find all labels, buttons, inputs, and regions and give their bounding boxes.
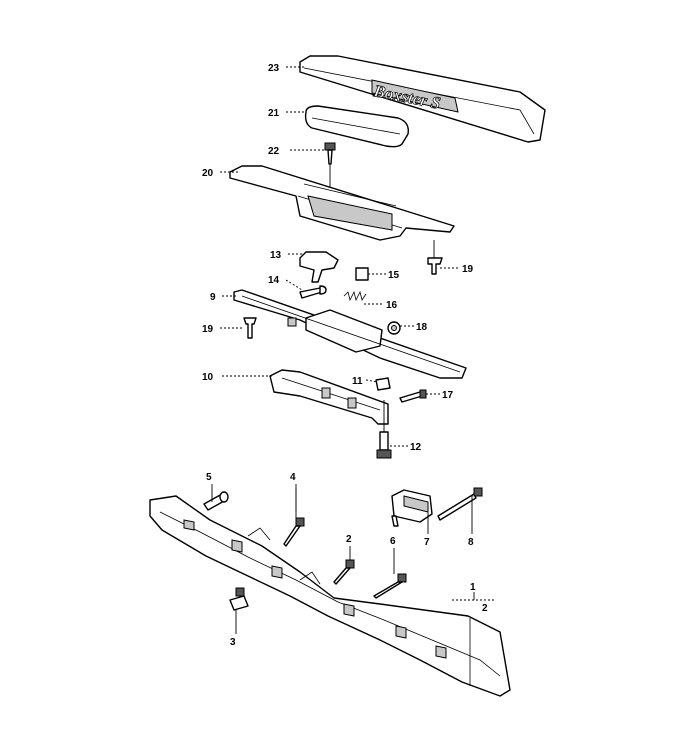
part-1-carrier-beam xyxy=(149,495,511,697)
part-19-clip-upper xyxy=(427,240,443,275)
callout-8: 8 xyxy=(468,537,474,548)
callout-4: 4 xyxy=(290,472,296,483)
callout-23: 23 xyxy=(268,63,280,74)
callout-18: 18 xyxy=(416,322,428,333)
part-10-bracket xyxy=(269,369,389,425)
part-3-nut xyxy=(229,587,249,611)
callout-2-lower: 2 xyxy=(482,603,488,614)
part-20-housing xyxy=(229,165,455,241)
part-21-lens xyxy=(304,105,409,148)
part-17-screw xyxy=(399,389,427,403)
callout-15: 15 xyxy=(388,270,400,281)
part-8-screw xyxy=(437,487,483,521)
callout-13: 13 xyxy=(270,250,282,261)
callout-2-upper: 2 xyxy=(346,534,352,545)
callout-14: 14 xyxy=(268,275,280,286)
callout-11: 11 xyxy=(352,376,363,387)
callout-5: 5 xyxy=(206,472,212,483)
callout-3: 3 xyxy=(230,637,236,648)
part-15-nut xyxy=(355,267,369,281)
callout-6: 6 xyxy=(390,536,396,547)
part-16-spring xyxy=(343,290,367,302)
callout-22: 22 xyxy=(268,146,280,157)
callout-12: 12 xyxy=(410,442,422,453)
callout-17: 17 xyxy=(442,390,454,401)
callout-21: 21 xyxy=(268,108,280,119)
part-19-clip-lower xyxy=(243,317,257,339)
part-22-screw xyxy=(324,142,336,190)
callout-19-upper: 19 xyxy=(462,264,474,275)
part-11-clip xyxy=(375,377,391,391)
callout-1: 1 xyxy=(470,582,476,593)
part-12-bolt xyxy=(376,400,392,459)
callout-9: 9 xyxy=(210,292,216,303)
leader-lines xyxy=(211,66,496,634)
part-13-bracket xyxy=(299,251,339,283)
part-9-mounting-bar xyxy=(233,289,467,379)
part-5-bushing xyxy=(203,491,229,511)
callout-7: 7 xyxy=(424,537,430,548)
part-6-screw xyxy=(373,573,407,599)
part-18-grommet xyxy=(387,321,401,335)
callout-labels: 23 21 22 20 19 13 14 15 16 9 19 18 10 11… xyxy=(202,63,488,648)
callout-10: 10 xyxy=(202,372,214,383)
callout-16: 16 xyxy=(386,300,398,311)
callout-19-lower: 19 xyxy=(202,324,214,335)
part-7-switch xyxy=(391,489,433,527)
callout-20: 20 xyxy=(202,168,214,179)
part-4-screw xyxy=(283,488,305,547)
part-14-pin xyxy=(299,285,327,299)
part-2-screw xyxy=(333,559,355,585)
